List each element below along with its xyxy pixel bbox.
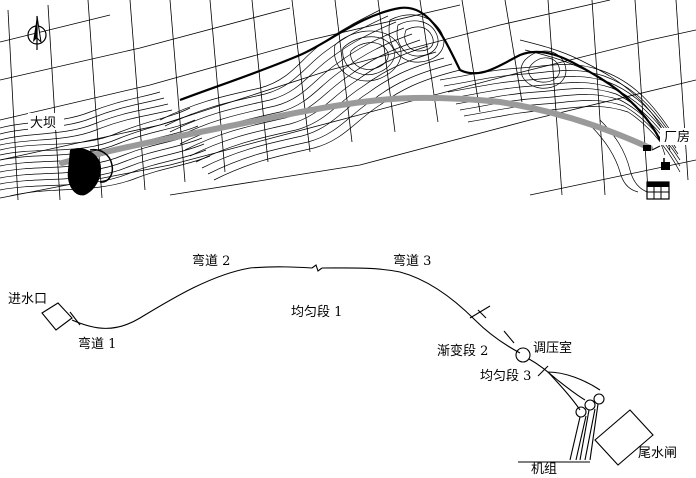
contour-lines (0, 6, 681, 197)
tunnel-schematic (41, 264, 654, 466)
bend-1-label: 弯道 1 (78, 336, 116, 352)
intake-structure (41, 302, 73, 331)
surge-chamber (515, 347, 531, 363)
legend-icon (646, 158, 670, 200)
tunnel-line (71, 266, 313, 329)
unit-3 (593, 393, 605, 405)
dam-label: 大坝 (30, 116, 56, 131)
uniform-3-label: 均匀段 3 (480, 369, 531, 384)
break-symbol (311, 264, 323, 272)
tailrace-gate (594, 409, 654, 466)
unit-1 (575, 406, 587, 418)
map-grid (0, 0, 696, 201)
surge-chamber-label: 调压室 (533, 340, 572, 356)
bend-2-label: 弯道 2 (192, 253, 230, 269)
unit-2 (584, 399, 596, 411)
topographic-map: 大坝 厂房 (0, 0, 696, 201)
dam-marker (67, 148, 114, 196)
tailrace-gate-label: 尾水闸 (638, 446, 677, 461)
transition-2-label: 渐变段 2 (437, 343, 488, 359)
powerhouse-marker (643, 145, 661, 151)
north-arrow-icon (27, 15, 47, 50)
powerhouse-label: 厂房 (664, 129, 690, 145)
uniform-1-label: 均匀段 1 (291, 305, 342, 320)
schematic-labels: 进水口 弯道 1 弯道 2 弯道 3 均匀段 1 渐变段 2 调压室 均匀段 3… (8, 253, 677, 477)
tunnel-route (59, 94, 653, 166)
bend-3-label: 弯道 3 (393, 253, 431, 269)
intake-label: 进水口 (8, 292, 47, 307)
units-label: 机组 (531, 462, 557, 477)
